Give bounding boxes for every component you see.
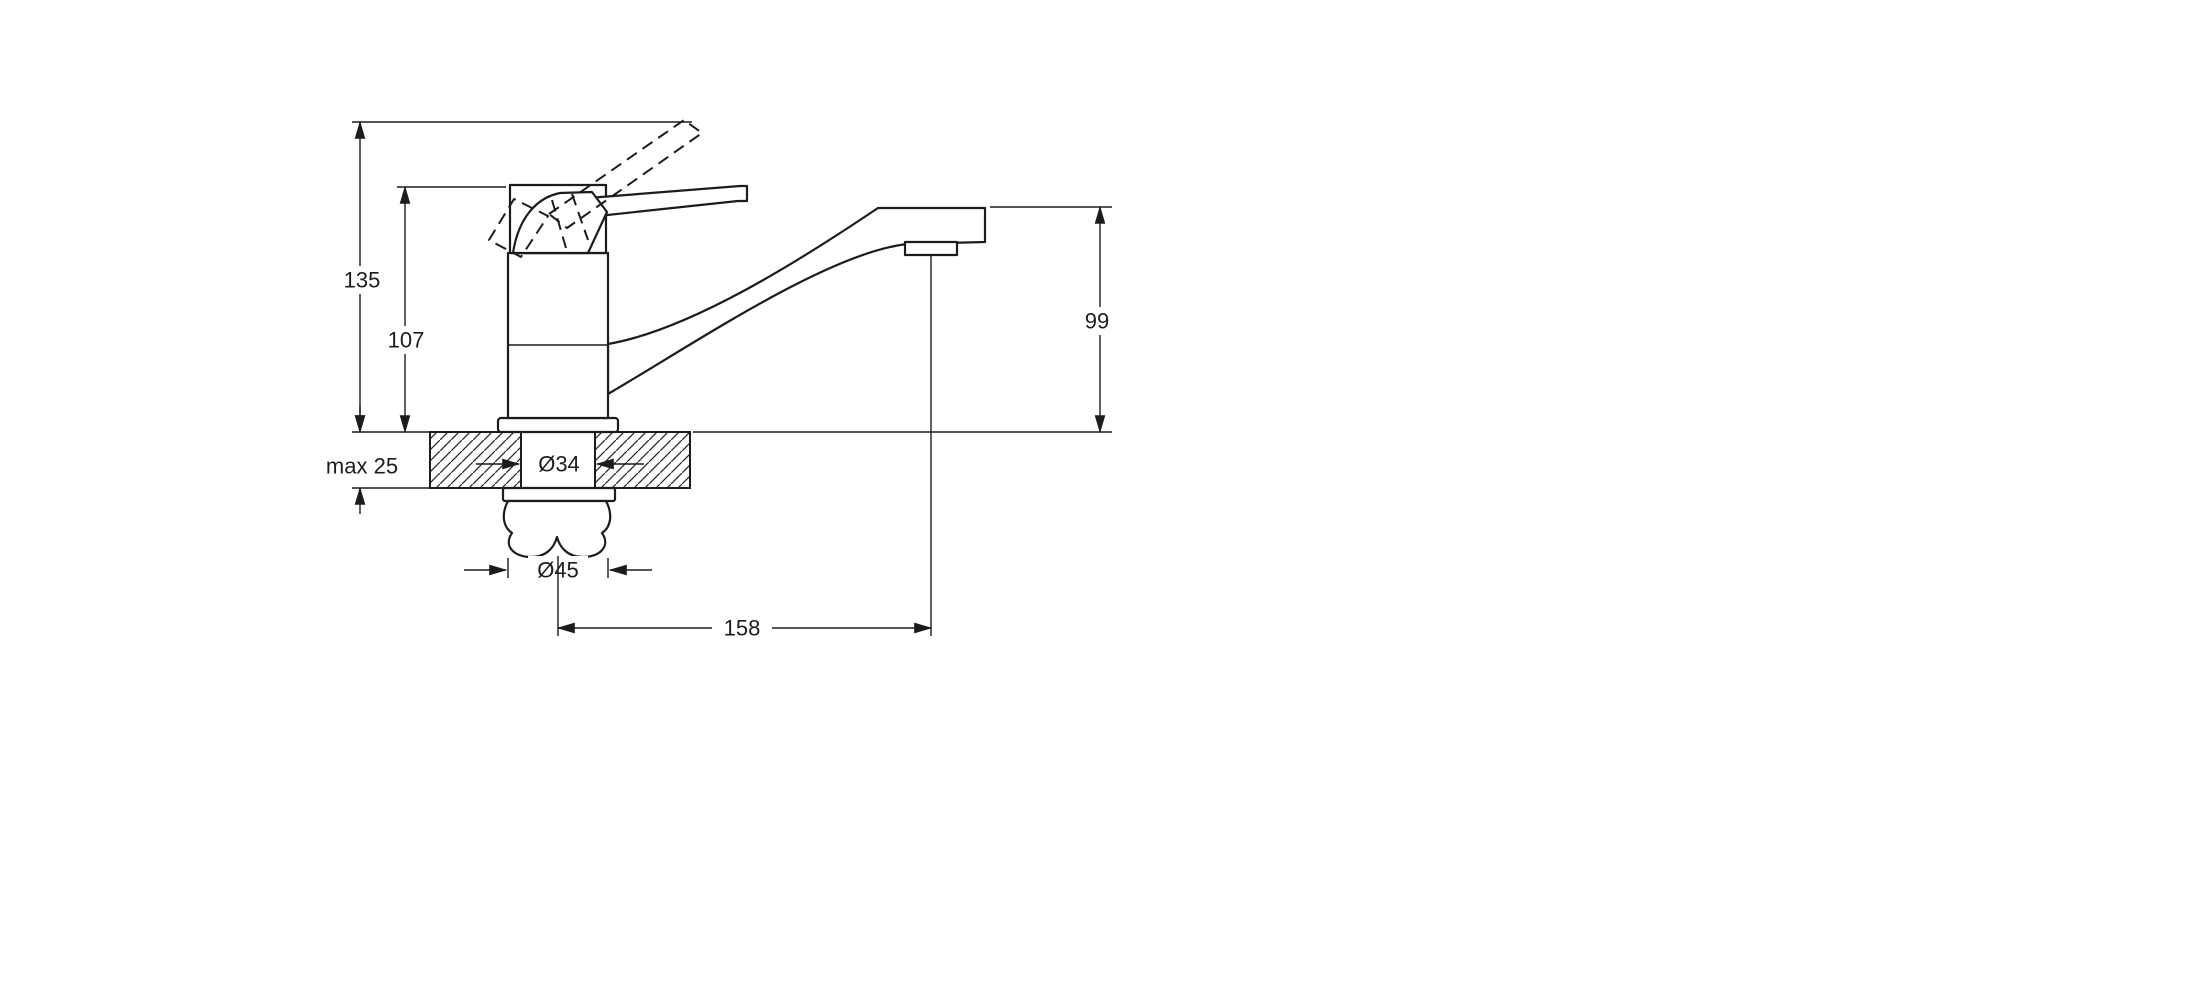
handle-dome xyxy=(511,190,609,255)
dimension-total-height-label: 135 xyxy=(344,268,381,293)
countertop-right-hatch xyxy=(594,431,691,489)
handle-raised-dashed xyxy=(488,119,703,258)
aerator xyxy=(903,240,959,257)
mounting-shank xyxy=(520,432,596,489)
dimension-body-height: 107 xyxy=(382,185,506,434)
dimension-spout-height-label: 99 xyxy=(1085,309,1109,334)
dimensions: 135 107 max 25 Ø34 xyxy=(320,120,1122,642)
mounting-nut xyxy=(502,499,612,559)
faucet-drawing xyxy=(429,119,987,559)
dimension-max-thickness: max 25 xyxy=(320,406,430,514)
handle-lever xyxy=(586,184,749,218)
dimension-shank-diameter: Ø34 xyxy=(476,452,644,477)
dimension-spout-reach-label: 158 xyxy=(724,616,761,641)
dimension-spout-reach: 158 xyxy=(556,256,933,642)
under-counter-flange xyxy=(501,486,617,503)
base-flange xyxy=(496,416,620,434)
dimension-spout-height: 99 xyxy=(693,205,1122,434)
countertop-left-hatch xyxy=(429,431,522,489)
dimension-max-thickness-label: max 25 xyxy=(326,454,398,479)
faucet-body xyxy=(506,251,610,420)
faucet-spout xyxy=(606,206,987,396)
dimension-shank-diameter-label: Ø34 xyxy=(538,452,580,477)
dimension-body-height-label: 107 xyxy=(388,328,425,353)
